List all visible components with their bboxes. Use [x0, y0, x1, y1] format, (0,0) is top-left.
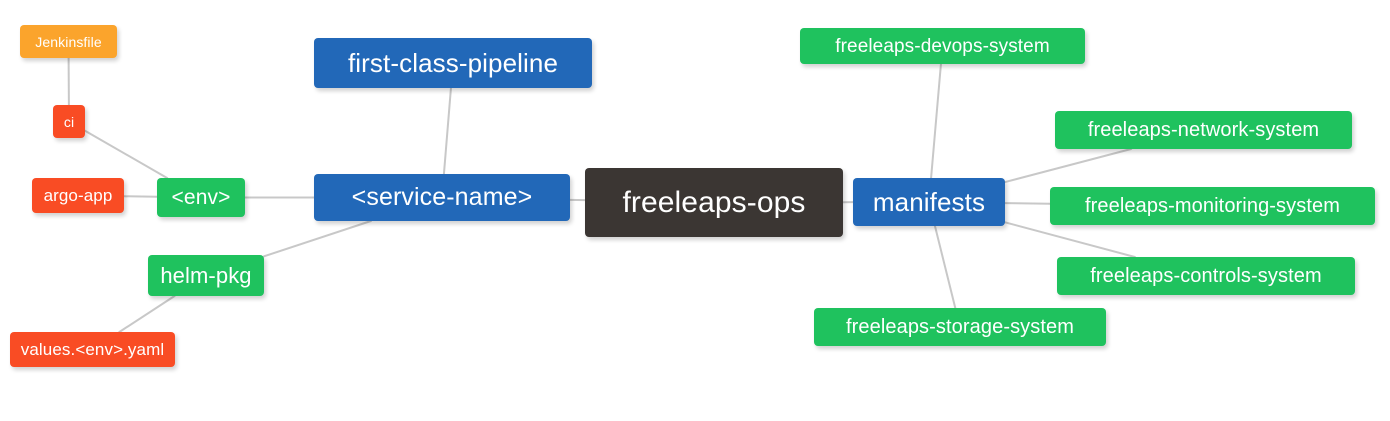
mindmap-node-devops[interactable]: freeleaps-devops-system — [800, 28, 1085, 64]
mindmap-edge-service-to-pipeline — [442, 87, 452, 175]
mindmap-node-manifests[interactable]: manifests — [853, 178, 1005, 226]
mindmap-node-env[interactable]: <env> — [157, 178, 245, 217]
mindmap-node-network[interactable]: freeleaps-network-system — [1055, 111, 1352, 149]
mindmap-node-controls[interactable]: freeleaps-controls-system — [1057, 257, 1355, 295]
mindmap-edge-manifests-to-network — [1004, 148, 1133, 184]
mindmap-node-argoapp[interactable]: argo-app — [32, 178, 124, 213]
mindmap-edge-helmpkg-to-valuesyaml — [118, 295, 176, 333]
mindmap-node-root[interactable]: freeleaps-ops — [585, 168, 843, 237]
mindmap-node-jenkinsfile[interactable]: Jenkinsfile — [20, 25, 117, 58]
mindmap-edge-env-to-ci — [84, 129, 169, 179]
mindmap-node-valuesyaml[interactable]: values.<env>.yaml — [10, 332, 175, 367]
mindmap-node-service[interactable]: <service-name> — [314, 174, 570, 221]
mindmap-node-storage[interactable]: freeleaps-storage-system — [814, 308, 1106, 346]
mindmap-node-pipeline[interactable]: first-class-pipeline — [314, 38, 592, 88]
mindmap-node-monitoring[interactable]: freeleaps-monitoring-system — [1050, 187, 1375, 225]
mindmap-edge-manifests-to-monitoring — [1004, 202, 1051, 205]
mindmap-edge-manifests-to-devops — [930, 63, 942, 179]
mindmap-edge-service-to-helmpkg — [263, 220, 372, 258]
mindmap-edge-manifests-to-controls — [1004, 221, 1136, 258]
mindmap-edge-manifests-to-storage — [933, 225, 957, 309]
mindmap-edge-env-to-argoapp — [123, 195, 158, 198]
mindmap-node-helmpkg[interactable]: helm-pkg — [148, 255, 264, 296]
mindmap-node-ci[interactable]: ci — [53, 105, 85, 138]
